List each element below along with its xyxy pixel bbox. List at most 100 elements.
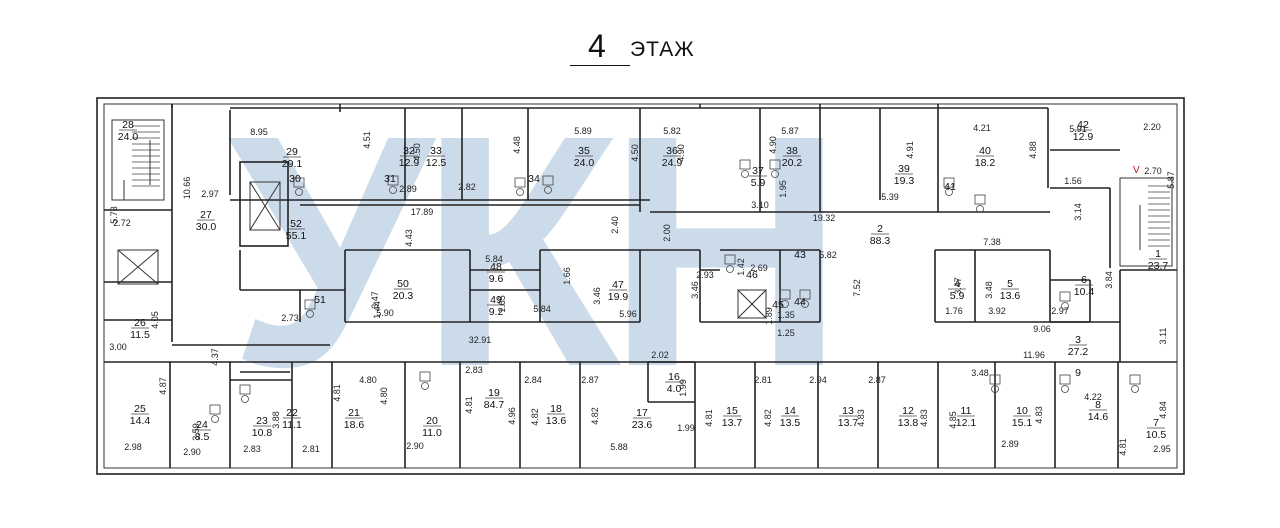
room-label: 9 xyxy=(1075,367,1081,379)
room-number: 47 xyxy=(612,279,624,291)
room-label: 489.6 xyxy=(487,261,505,285)
dimension-label: 5.82 xyxy=(819,250,837,260)
dimension-label: 3.14 xyxy=(1073,203,1083,221)
room-number: 46 xyxy=(746,269,758,281)
dimension-label: 2.90 xyxy=(183,447,201,457)
room-label: 45.9 xyxy=(948,278,966,302)
exterior-walls xyxy=(96,97,1185,475)
dimension-label: 2.89 xyxy=(399,184,417,194)
dimension-label: 1.99 xyxy=(678,379,688,397)
dimension-label: 1.35 xyxy=(777,310,795,320)
room-number: 44 xyxy=(794,296,806,308)
dimension-label: 2.00 xyxy=(662,224,672,242)
room-area: 8.5 xyxy=(195,431,210,443)
room-area: 11.1 xyxy=(282,419,302,431)
room-number: 11 xyxy=(961,405,972,417)
room-label: 41 xyxy=(944,181,956,193)
dimension-label: 19.32 xyxy=(813,213,836,223)
dimension-label: 5.82 xyxy=(663,126,681,136)
room-label: 513.6 xyxy=(1000,278,1021,302)
dimension-label: 2.72 xyxy=(113,218,131,228)
room-label: 499.2 xyxy=(487,294,505,318)
room-area: 14.6 xyxy=(1088,411,1109,423)
dimension-label: 3.48 xyxy=(984,281,994,299)
room-area: 84.7 xyxy=(484,399,505,411)
room-area: 24.9 xyxy=(662,157,683,169)
elevator-small xyxy=(117,249,767,319)
room-number: 25 xyxy=(134,403,146,415)
room-area: 20.3 xyxy=(393,290,414,302)
dimension-label: 1.76 xyxy=(945,306,963,316)
dimension-label: 2.83 xyxy=(465,365,483,375)
room-area: 12.9 xyxy=(399,157,420,169)
dimension-label: 3.92 xyxy=(988,306,1006,316)
room-number: 14 xyxy=(784,405,796,417)
dimension-label: 4.90 xyxy=(676,144,686,162)
dimension-label: 2.87 xyxy=(868,375,886,385)
room-number: 3 xyxy=(1075,334,1081,346)
dimension-label: 4.50 xyxy=(412,143,422,161)
dimension-label: 1.66 xyxy=(562,267,572,285)
floor-title: 4 ЭТАЖ xyxy=(560,28,740,68)
room-number: 16 xyxy=(668,371,680,383)
room-area: 10.5 xyxy=(1146,429,1167,441)
room-number: 35 xyxy=(578,145,590,157)
room-area: 18.2 xyxy=(975,157,996,169)
dimension-label: 5.87 xyxy=(781,126,799,136)
room-label: 44 xyxy=(794,296,806,308)
room-label: 288.3 xyxy=(870,223,891,247)
dimension-label: 1.89 xyxy=(764,307,774,325)
dimension-label: 3.00 xyxy=(109,342,127,352)
room-number: 49 xyxy=(490,294,502,306)
dimension-label: 1.95 xyxy=(778,180,788,198)
dimension-label: 1.99 xyxy=(677,423,695,433)
floor-number: 4 xyxy=(588,28,606,64)
dimension-label: 2.81 xyxy=(754,375,772,385)
room-label: 375.9 xyxy=(749,165,767,189)
room-area: 5.9 xyxy=(950,290,965,302)
dimension-label: 4.05 xyxy=(150,311,160,329)
dimension-label: 2.69 xyxy=(750,263,768,273)
room-area: 23.7 xyxy=(1148,260,1169,272)
room-label: 34 xyxy=(528,173,540,185)
accent-mark: V xyxy=(1133,165,1140,176)
room-number: 10 xyxy=(1016,405,1028,417)
room-area: 29.1 xyxy=(282,158,303,170)
dimension-label: 4.80 xyxy=(379,387,389,405)
dimension-label: 4.21 xyxy=(973,123,991,133)
room-area: 30.0 xyxy=(196,221,217,233)
dimension-label: 5.84 xyxy=(533,304,551,314)
room-number: 18 xyxy=(550,403,562,415)
dimension-label: 2.97 xyxy=(201,189,219,199)
room-area: 12.1 xyxy=(956,417,977,429)
room-area: 13.6 xyxy=(546,415,567,427)
room-number: 52 xyxy=(290,218,302,230)
dimension-label: 4.81 xyxy=(332,384,342,402)
room-number: 33 xyxy=(430,145,442,157)
room-label: 51 xyxy=(314,294,326,306)
room-area: 9.6 xyxy=(489,273,504,285)
dimension-label: 4.87 xyxy=(158,377,168,395)
room-number: 4 xyxy=(954,278,960,290)
room-number: 37 xyxy=(752,165,764,177)
dimension-label: 3.10 xyxy=(751,200,769,210)
dimension-label: 5.89 xyxy=(574,126,592,136)
room-area: 11.0 xyxy=(422,427,442,439)
dimension-label: 4.96 xyxy=(507,407,517,425)
dimension-label: 1.44 xyxy=(372,301,382,319)
